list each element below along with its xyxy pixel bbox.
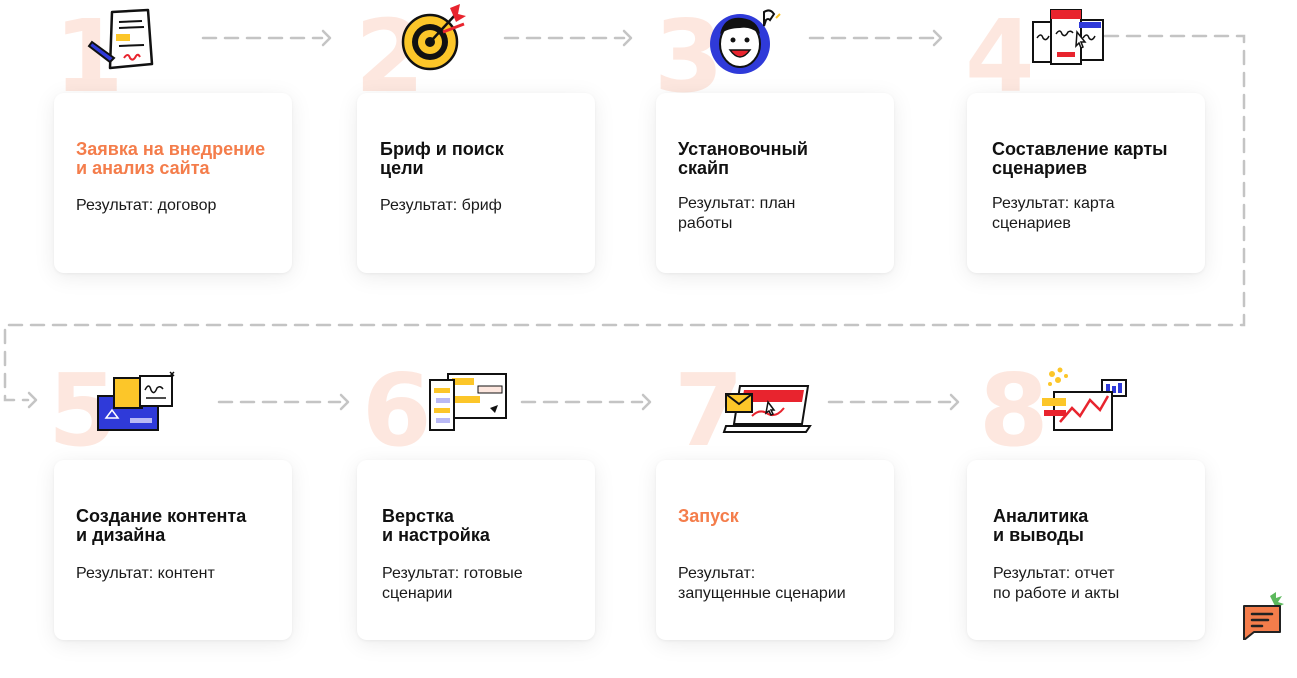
- step-card: Бриф и поиск цели Результат: бриф: [357, 93, 595, 273]
- step-number: 8: [979, 352, 1049, 469]
- step-card: Заявка на внедрение и анализ сайта Резул…: [54, 93, 292, 273]
- chat-layout-icon: [429, 373, 507, 431]
- step-5: 5 Создание контента и дизайна Результат:…: [48, 361, 294, 640]
- step-result: Результат: бриф: [380, 197, 502, 214]
- step-title: Заявка на внедрение и анализ сайта: [76, 139, 266, 178]
- step-card: Верстка и настройка Результат: готовые с…: [357, 460, 595, 640]
- step-title: Составление карты сценариев: [992, 139, 1168, 178]
- step-title: Создание контента и дизайна: [76, 506, 247, 545]
- document-pen-icon: [87, 8, 154, 70]
- target-darts-icon: [401, 4, 466, 71]
- step-title: Верстка и настройка: [382, 506, 490, 545]
- step-card: Запуск Результат: запущенные сценарии: [656, 460, 894, 640]
- step-card: Создание контента и дизайна Результат: к…: [54, 460, 292, 640]
- step-card: Аналитика и выводы Результат: отчет по р…: [967, 460, 1205, 640]
- step-title: Запуск: [678, 506, 739, 526]
- step-result: Результат: договор: [76, 197, 217, 214]
- carrot-chat-icon[interactable]: [1240, 592, 1284, 640]
- step-number: 3: [654, 0, 724, 115]
- step-result: Результат: готовые сценарии: [382, 565, 523, 602]
- step-result: Результат: контент: [76, 565, 215, 582]
- step-title: Бриф и поиск цели: [380, 139, 504, 178]
- step-4: 4 Составление карты сценариев Результат:…: [965, 7, 1207, 273]
- step-number: 6: [362, 352, 432, 469]
- step-result: Результат: отчет по работе и акты: [993, 565, 1120, 602]
- scenario-cards-icon: [1032, 9, 1104, 65]
- laptop-launch-icon: [722, 385, 812, 433]
- step-1: 1 Заявка на внедрение и анализ сайта Рез…: [54, 7, 294, 273]
- step-result: Результат: карта сценариев: [992, 195, 1115, 232]
- step-2: 2 Бриф и поиск цели Результат: бриф: [355, 7, 597, 273]
- step-3: 3 Установочный скайп Результат: план раб…: [654, 7, 896, 273]
- step-result: Результат: план работы: [678, 195, 796, 232]
- step-6: 6 Верстка и настройка Результат: готовые…: [357, 361, 597, 640]
- step-card: Составление карты сценариев Результат: к…: [967, 93, 1205, 273]
- analytics-chart-icon: [1042, 367, 1127, 431]
- smiling-face-call-icon: [710, 9, 781, 74]
- step-title: Аналитика и выводы: [993, 506, 1089, 545]
- step-7: 7 Запуск Результат: запущенные сценарии: [656, 361, 896, 640]
- step-number: 4: [965, 0, 1035, 115]
- design-board-icon: [97, 371, 175, 431]
- step-8: 8 Аналитика и выводы Результат: отчет по…: [967, 361, 1207, 640]
- step-card: Установочный скайп Результат: план работ…: [656, 93, 894, 273]
- step-title: Установочный скайп: [678, 139, 808, 178]
- step-result: Результат: запущенные сценарии: [678, 565, 846, 602]
